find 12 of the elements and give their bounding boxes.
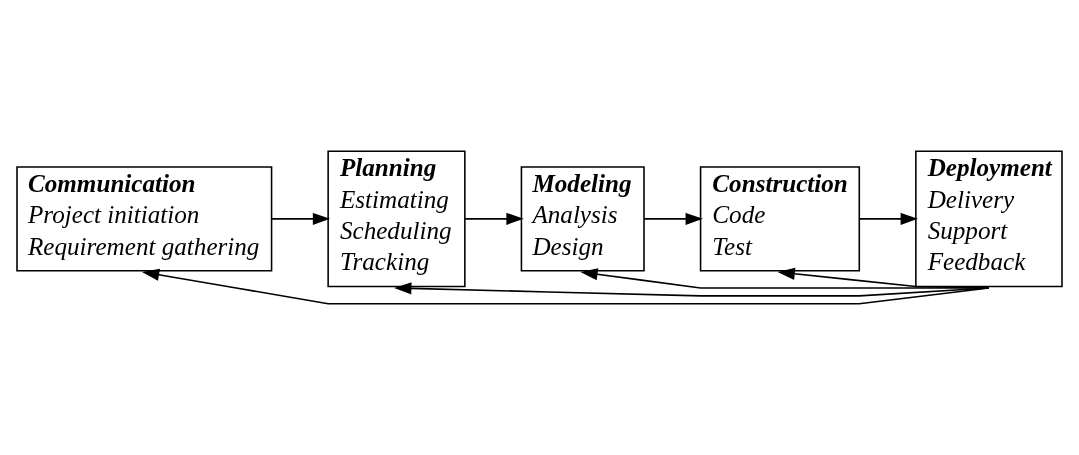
arrow <box>141 268 990 305</box>
node-box: Modeling Analysis Design <box>520 166 645 272</box>
node-box: Communication Project initiation Requirement gathering <box>16 166 273 272</box>
arrow <box>643 212 703 225</box>
arrow <box>580 268 990 289</box>
arrow <box>777 267 990 289</box>
node-box: Construction Code Test <box>699 166 861 272</box>
arrow <box>271 212 331 225</box>
arrow <box>464 212 524 225</box>
arrow <box>858 212 918 225</box>
node-box: Deployment Delivery Support Feedback <box>915 150 1063 288</box>
node-box: Planning Estimating Scheduling Tracking <box>327 150 466 288</box>
